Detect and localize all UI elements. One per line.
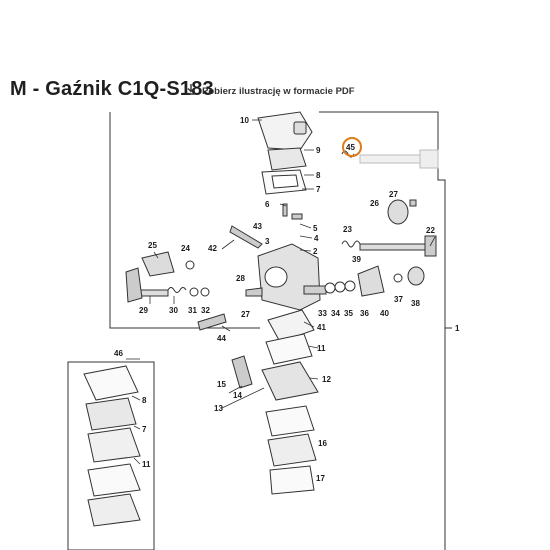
callout-34: 34 [331, 309, 340, 318]
download-pdf-label: Pobierz ilustrację w formacie PDF [202, 85, 355, 97]
download-pdf-link[interactable]: Pobierz ilustrację w formacie PDF [186, 84, 355, 98]
callout-10: 10 [240, 116, 249, 125]
callout-24: 24 [181, 244, 190, 253]
callout-8: 8 [316, 171, 321, 180]
part-shapes [83, 111, 439, 527]
callout-22: 22 [426, 226, 435, 235]
callout-4: 4 [314, 234, 319, 243]
callout-26: 26 [370, 199, 379, 208]
callout-44: 44 [217, 334, 226, 343]
callout-16: 16 [318, 439, 327, 448]
callout-8b: 8 [142, 396, 147, 405]
callout-5: 5 [313, 224, 318, 233]
callout-27b: 27 [241, 310, 250, 319]
callout-39: 39 [352, 255, 361, 264]
callout-7: 7 [316, 185, 321, 194]
page-title: M - Gaźnik C1Q-S183 [10, 78, 214, 100]
callout-41: 41 [317, 323, 326, 332]
main-group-frame [109, 111, 452, 550]
callout-38: 38 [411, 299, 420, 308]
callout-36: 36 [360, 309, 369, 318]
highlight-callout-45[interactable] [342, 137, 362, 157]
callout-31: 31 [188, 306, 197, 315]
callout-46: 46 [114, 349, 123, 358]
callout-40: 40 [380, 309, 389, 318]
callout-7b: 7 [142, 425, 147, 434]
callout-3: 3 [265, 237, 270, 246]
callout-33: 33 [318, 309, 327, 318]
callout-2: 2 [313, 247, 318, 256]
callout-30: 30 [169, 306, 178, 315]
callout-13: 13 [214, 404, 223, 413]
callout-28: 28 [236, 274, 245, 283]
callout-1: 1 [455, 324, 460, 333]
callout-17: 17 [316, 474, 325, 483]
page-header: M - Gaźnik C1Q-S183 Pobierz ilustrację w… [0, 0, 550, 110]
callout-27: 27 [389, 190, 398, 199]
callout-11b: 11 [142, 460, 151, 469]
callout-43: 43 [253, 222, 262, 231]
callout-12: 12 [322, 375, 331, 384]
callout-42: 42 [208, 244, 217, 253]
callout-labels: 10 45 9 8 27 26 7 6 5 43 4 3 42 2 23 22 … [114, 116, 460, 483]
callout-9: 9 [316, 146, 321, 155]
callout-32: 32 [201, 306, 210, 315]
callout-29: 29 [139, 306, 148, 315]
leader-lines [126, 119, 436, 465]
callout-15: 15 [217, 380, 226, 389]
callout-6: 6 [265, 200, 270, 209]
sub-assembly-46-frame [67, 361, 155, 550]
download-icon [186, 84, 196, 98]
callout-14: 14 [233, 391, 242, 400]
callout-45: 45 [346, 143, 355, 152]
callout-23: 23 [343, 225, 352, 234]
callout-11: 11 [317, 344, 326, 353]
callout-37: 37 [394, 295, 403, 304]
callout-35: 35 [344, 309, 353, 318]
callout-25: 25 [148, 241, 157, 250]
